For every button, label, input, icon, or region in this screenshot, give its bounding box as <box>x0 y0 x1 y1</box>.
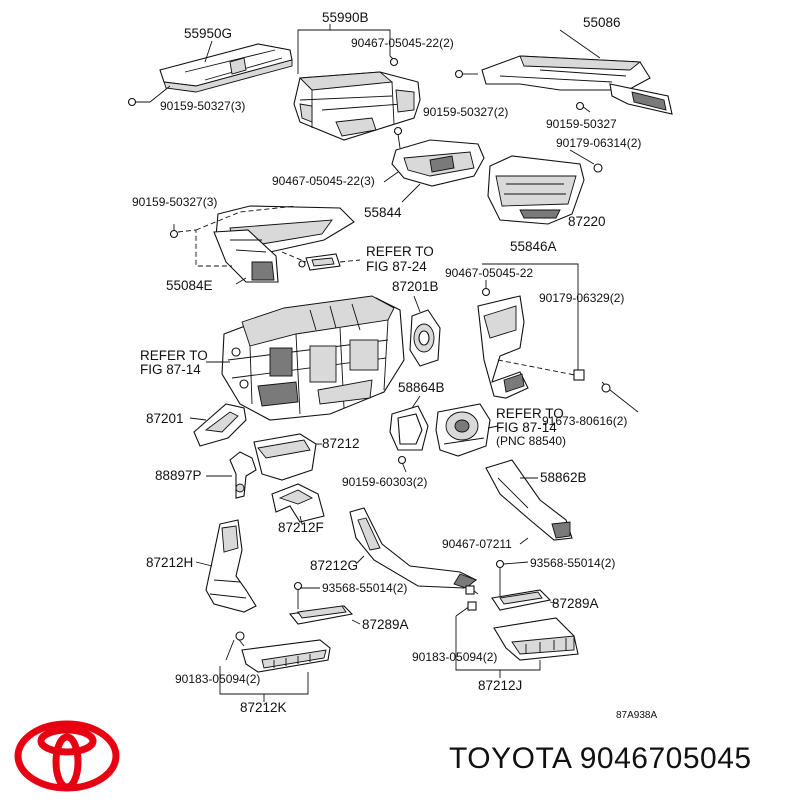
part-87289a-right-drawing <box>491 589 552 611</box>
label-90467-05045-22-2: 90467-05045-22(2) <box>351 36 454 50</box>
nut-icon <box>601 383 611 393</box>
clip-icon <box>465 585 475 595</box>
part-55844-drawing <box>391 139 485 187</box>
label-87212h: 87212H <box>146 555 193 570</box>
screw-icon <box>293 581 303 591</box>
clip-icon <box>573 369 585 381</box>
label-91673-80616-2: 91673-80616(2) <box>542 414 627 428</box>
label-55084e: 55084E <box>166 278 213 293</box>
clip-icon <box>467 601 477 611</box>
part-87201b-drawing <box>409 309 441 367</box>
part-58864b-drawing <box>389 405 429 451</box>
part-87212k-drawing <box>241 639 331 673</box>
label-93568-55014-2-center: 93568-55014(2) <box>322 581 407 595</box>
label-55846a: 55846A <box>510 239 557 254</box>
blower-motor-drawing <box>435 403 491 457</box>
screw-icon <box>127 97 137 107</box>
label-58862b: 58862B <box>540 470 587 485</box>
label-90159-60303-2: 90159-60303(2) <box>342 475 427 489</box>
label-pnc-88540: (PNC 88540) <box>496 434 566 448</box>
screw-icon <box>397 455 407 465</box>
part-55084e-drawing <box>213 205 355 283</box>
label-93568-55014-2-right: 93568-55014(2) <box>530 556 615 570</box>
sensor-part-drawing <box>298 253 341 271</box>
label-refer-to-3: REFER TO <box>496 406 564 421</box>
screw-icon <box>169 229 179 239</box>
label-88897p: 88897P <box>155 468 202 483</box>
label-87220: 87220 <box>568 214 606 229</box>
label-90159-50327-3-left: 90159-50327(3) <box>132 195 217 209</box>
label-55844: 55844 <box>364 205 402 220</box>
label-87201b: 87201B <box>392 279 439 294</box>
label-87289a-right: 87289A <box>552 596 599 611</box>
label-90467-05045-22-3: 90467-05045-22(3) <box>272 174 375 188</box>
label-55086: 55086 <box>583 15 621 30</box>
part-87212f-drawing <box>271 483 325 523</box>
part-87201-drawing <box>193 403 247 447</box>
part-87212-drawing <box>253 433 317 481</box>
label-fig-87-14-right: FIG 87-14 <box>496 420 557 435</box>
part-55950g-drawing <box>159 43 293 93</box>
label-55950g: 55950G <box>184 26 232 41</box>
label-90467-07211: 90467-07211 <box>442 537 512 551</box>
label-87212: 87212 <box>322 436 360 451</box>
label-90467-05045-22: 90467-05045-22 <box>445 266 533 280</box>
screw-icon <box>575 101 585 111</box>
part-87212g-drawing <box>349 507 478 589</box>
label-90179-06329-2: 90179-06329(2) <box>539 291 624 305</box>
label-55990b: 55990B <box>322 10 369 25</box>
part-87220-drawing <box>487 155 585 225</box>
part-55086-drawing <box>481 55 673 115</box>
toyota-logo-icon <box>14 720 120 792</box>
label-fig-87-24: FIG 87-24 <box>366 259 427 274</box>
label-58864b: 58864B <box>398 380 445 395</box>
label-refer-to-2: REFER TO <box>140 348 208 363</box>
label-87289a-center: 87289A <box>362 617 409 632</box>
screw-icon <box>454 69 464 79</box>
label-90179-06314-2: 90179-06314(2) <box>556 136 641 150</box>
label-87212k: 87212K <box>240 700 287 715</box>
label-87212g: 87212G <box>310 558 358 573</box>
label-90159-50327-3-top: 90159-50327(3) <box>160 99 245 113</box>
label-90183-05094-2-left: 90183-05094(2) <box>175 672 260 686</box>
hvac-unit-drawing <box>221 295 405 421</box>
part-87212h-drawing <box>205 519 257 613</box>
screw-icon <box>495 559 505 569</box>
part-88897p-drawing <box>229 451 257 499</box>
label-90159-50327: 90159-50327 <box>546 117 617 131</box>
clip-icon <box>389 57 399 67</box>
label-87212j: 87212J <box>478 678 522 693</box>
part-55846a-drawing <box>477 295 529 399</box>
diagram-code: 87A938A <box>616 710 657 721</box>
part-55990b-drawing <box>293 71 421 141</box>
nut-icon <box>593 163 603 173</box>
label-90159-50327-2: 90159-50327(2) <box>423 105 508 119</box>
part-58862b-drawing <box>485 459 573 541</box>
nut-icon <box>235 631 245 641</box>
label-refer-to-1: REFER TO <box>366 244 434 259</box>
part-87212j-drawing <box>493 617 579 661</box>
brand-part-number: TOYOTA 9046705045 <box>449 742 752 775</box>
label-fig-87-14-left: FIG 87-14 <box>140 362 201 377</box>
label-87201: 87201 <box>146 411 184 426</box>
clip-icon <box>481 287 491 297</box>
part-87289a-center-drawing <box>288 605 354 625</box>
label-87212f: 87212F <box>278 520 324 535</box>
label-90183-05094-2-right: 90183-05094(2) <box>412 650 497 664</box>
clip-icon <box>393 126 403 136</box>
